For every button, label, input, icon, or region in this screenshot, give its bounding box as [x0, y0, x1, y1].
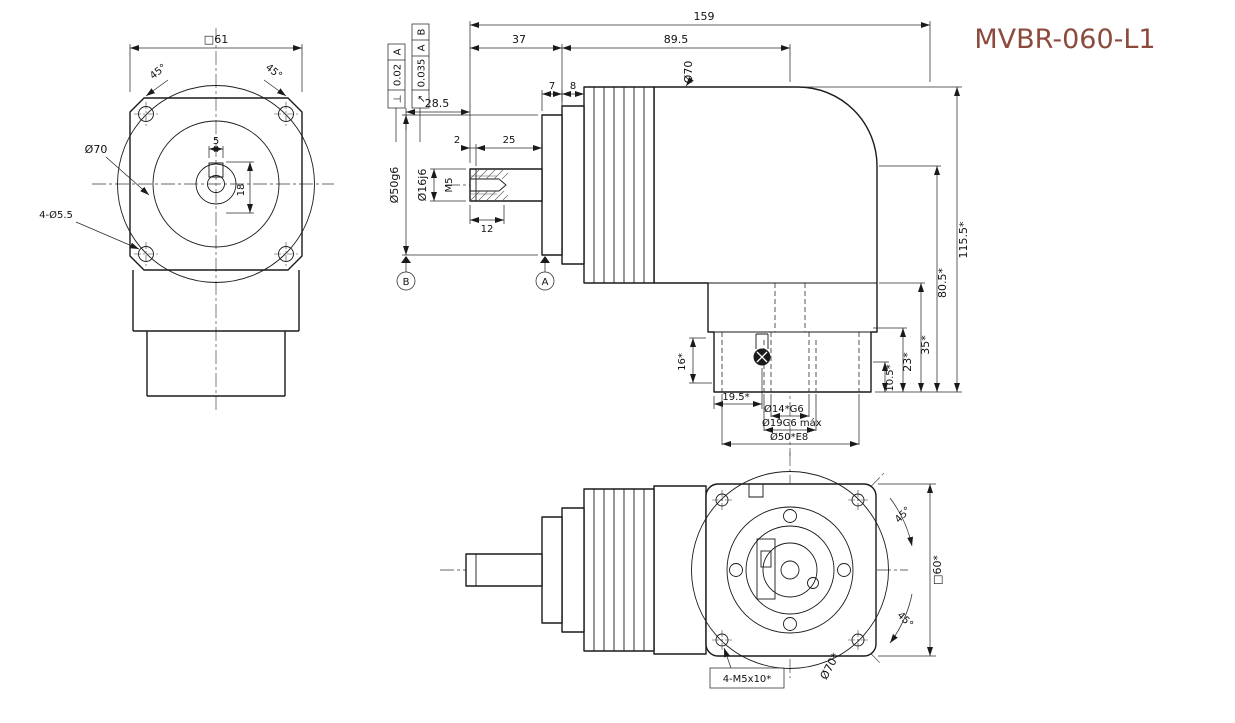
fcf-runout: ↗ 0.035 A B: [411, 23, 430, 109]
dim-shaft-dia: Ø16j6: [416, 169, 429, 202]
front-view: □61 45° 45° Ø70 4-Ø5.5 5 18: [39, 28, 334, 410]
bottom-ribbed-housing: [583, 488, 655, 652]
drawing-title: MVBR-060-L1: [974, 24, 1155, 55]
dim-28-5: 28.5: [425, 97, 450, 110]
datum-a-triangle: [540, 256, 550, 263]
output-keyway: [756, 538, 776, 600]
dim-80-5: 80.5*: [936, 268, 949, 298]
bottom-body: [653, 485, 707, 655]
dim-square-61: □61: [204, 33, 228, 46]
dim-23: 23*: [901, 352, 914, 372]
bottom-view: 4-M5x10* Ø70* □60* 45° 45°: [440, 452, 944, 689]
dim-89-5: 89.5: [664, 33, 689, 46]
dim-10-5: 10.5*: [885, 364, 896, 391]
fcf-perpendicularity: ⊥ 0.02 A: [387, 43, 406, 109]
front-key-slot: [208, 162, 224, 178]
dim-pilot-dia: Ø50g6: [388, 167, 401, 204]
datum-b-triangle: [401, 256, 411, 263]
fcf-perp-tol: 0.02: [393, 64, 404, 86]
bottom-input-shaft: [465, 553, 543, 587]
dim-2: 2: [454, 135, 460, 146]
dim-19-5: 19.5*: [722, 392, 749, 403]
ribbed-housing: [583, 86, 655, 284]
front-circle-70: [117, 85, 315, 283]
dim-16: 16*: [677, 353, 688, 371]
output-face-plate: [705, 483, 877, 657]
front-flange-outline: [129, 97, 303, 271]
gearbox-body-outline: [653, 86, 878, 393]
dim-key-height: 18: [236, 184, 247, 197]
fcf-perp-datum: A: [393, 48, 404, 55]
side-view: 159 37 89.5 Ø70 28.5 7 8 2 25 12: [387, 10, 970, 456]
input-flange: [541, 114, 563, 256]
dim-angle-bottom: 45°: [895, 610, 915, 630]
fcf-runout-tol: 0.035: [417, 59, 428, 88]
dim-35: 35*: [919, 335, 932, 355]
fcf-perp-symbol: ⊥: [393, 95, 404, 104]
datum-a-label: A: [542, 277, 549, 288]
dim-115-5: 115.5*: [957, 221, 970, 258]
dim-front-holes: 4-Ø5.5: [39, 209, 73, 221]
dim-chamfer-left: 45°: [148, 62, 169, 82]
dim-8: 8: [570, 81, 576, 92]
dim-square-60: □60*: [931, 555, 944, 585]
dim-angle-top: 45°: [893, 505, 913, 525]
dim-body-dia-70: Ø70: [682, 61, 695, 84]
dim-front-bore-70: Ø70: [85, 143, 108, 156]
hidden-bores: [721, 283, 860, 392]
dim-overall-159: 159: [694, 10, 715, 23]
dim-bore-19: Ø19G6 máx: [762, 417, 822, 429]
dim-bore-14: Ø14*G6: [764, 403, 804, 415]
dim-25: 25: [503, 135, 516, 146]
dim-7: 7: [549, 81, 555, 92]
dim-screws: 4-M5x10*: [723, 674, 772, 685]
front-body-outline: [132, 270, 300, 397]
bottom-circle-70: [691, 471, 889, 669]
fcf-runout-datum-a: A: [417, 44, 428, 51]
dim-37: 37: [512, 33, 526, 46]
fcf-runout-datum-b: B: [417, 28, 428, 35]
datum-b-label: B: [403, 277, 410, 288]
dim-bore-50: Ø50*E8: [770, 431, 808, 443]
dim-key-width: 5: [213, 136, 219, 147]
dim-chamfer-right: 45°: [263, 62, 284, 82]
dim-tap-size: M5: [444, 178, 455, 193]
fcf-runout-symbol: ↗: [417, 95, 428, 103]
dim-12: 12: [481, 224, 494, 235]
